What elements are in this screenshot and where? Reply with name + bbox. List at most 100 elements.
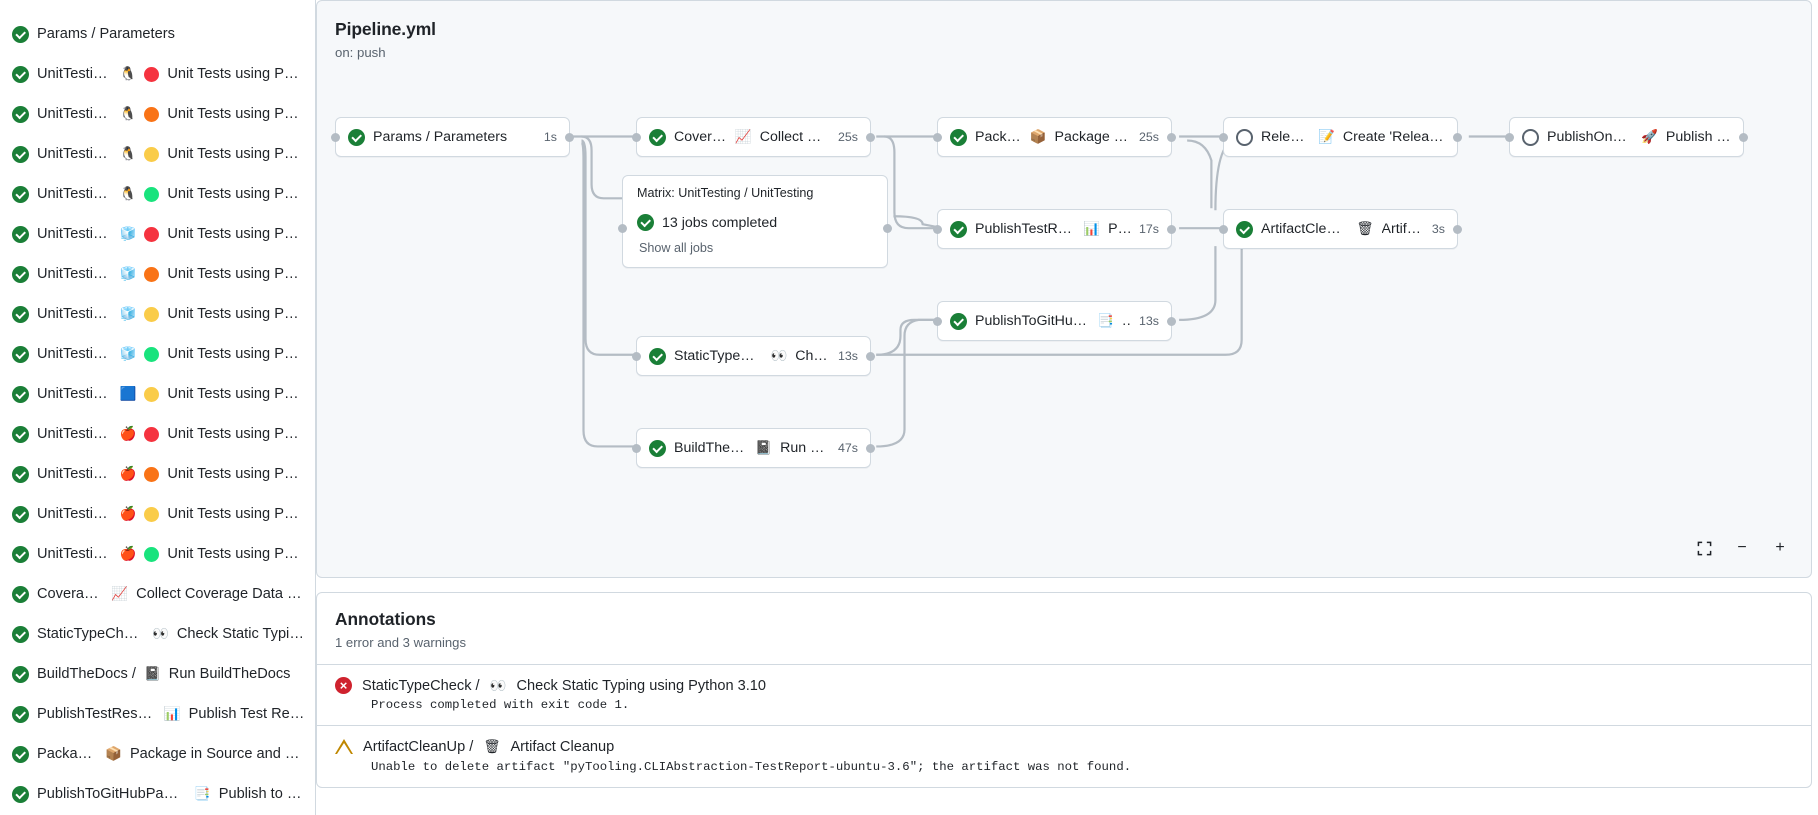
- node-input-port: [1219, 224, 1228, 234]
- matrix-title: Matrix: UnitTesting / UnitTesting: [637, 186, 814, 200]
- matrix-node[interactable]: Matrix: UnitTesting / UnitTesting 13 job…: [618, 175, 892, 268]
- sidebar-job-label: UnitTesting /: [37, 506, 112, 522]
- graph-node-duration: 25s: [838, 130, 858, 144]
- graph-canvas[interactable]: Params / Parameters1sCoverage / 📈Collect…: [317, 1, 1811, 577]
- graph-node-docs[interactable]: BuildTheDocs / 📓Run Buil...47s: [632, 428, 875, 468]
- graph-node-label: BuildTheDocs /: [674, 440, 747, 456]
- os-emoji-icon: 🍎: [119, 506, 137, 521]
- sidebar-job-step-label: Package in Source and Wh...: [129, 746, 305, 762]
- sidebar-job-item[interactable]: Coverage / 📈Collect Coverage Data usi...: [0, 574, 315, 614]
- graph-node-duration: 1s: [543, 130, 557, 144]
- sidebar-job-item[interactable]: UnitTesting / 🧊Unit Tests using Pyth...: [0, 334, 315, 374]
- python-version-dot-icon: [144, 66, 160, 82]
- annotation-item[interactable]: StaticTypeCheck / 👀Check Static Typing u…: [317, 664, 1811, 725]
- os-emoji-icon: 📦: [105, 746, 122, 761]
- sidebar-job-item[interactable]: UnitTesting / 🐧Unit Tests using Pyth...: [0, 174, 315, 214]
- success-check-icon: [637, 214, 654, 231]
- sidebar-job-item[interactable]: PublishToGitHubPages / 📑Publish to G...: [0, 774, 315, 814]
- node-input-port: [1505, 132, 1514, 142]
- success-check-icon: [12, 345, 29, 363]
- main-content: Pipeline.yml on: push: [316, 0, 1818, 815]
- annotations-header: Annotations 1 error and 3 warnings: [317, 593, 1811, 664]
- fullscreen-icon[interactable]: [1693, 537, 1715, 559]
- sidebar-job-item[interactable]: UnitTesting / 🐧Unit Tests using Pyth...: [0, 54, 315, 94]
- node-input-port: [331, 132, 340, 142]
- annotation-step-name: Artifact Cleanup: [510, 739, 615, 755]
- sidebar-job-item[interactable]: UnitTesting / 🧊Unit Tests using Pyth...: [0, 294, 315, 334]
- annotation-message: Unable to delete artifact "pyTooling.CLI…: [371, 760, 1132, 774]
- graph-node-cleanup[interactable]: ArtifactCleanUp / 🗑Artifac...3s: [1219, 209, 1462, 249]
- node-emoji-icon: 📑: [1097, 313, 1115, 328]
- annotations-title: Annotations: [335, 609, 436, 629]
- graph-node-label: StaticTypeCheck /: [674, 348, 762, 364]
- graph-node-duration: 17s: [1139, 222, 1159, 236]
- os-emoji-icon: 🍎: [119, 546, 137, 561]
- show-all-jobs-link[interactable]: Show all jobs: [639, 241, 714, 255]
- success-check-icon: [12, 425, 29, 443]
- sidebar-job-item[interactable]: UnitTesting / 🍎Unit Tests using Pyth...: [0, 414, 315, 454]
- graph-node-step-label: ...: [1122, 313, 1131, 329]
- python-version-dot-icon: [144, 506, 160, 522]
- graph-node-package[interactable]: Package / 📦Package in So...25s: [933, 117, 1176, 157]
- graph-edges: [572, 135, 1521, 448]
- sidebar-job-item[interactable]: Package / 📦Package in Source and Wh...: [0, 734, 315, 774]
- sidebar-job-item[interactable]: UnitTesting / 🐧Unit Tests using Pyth...: [0, 94, 315, 134]
- sidebar-job-step-label: Unit Tests using Pyth...: [167, 186, 305, 202]
- sidebar-job-item[interactable]: UnitTesting / 🍎Unit Tests using Pyth...: [0, 494, 315, 534]
- matrix-summary: 13 jobs completed: [662, 214, 778, 231]
- sidebar-job-step-label: Unit Tests using Pyth...: [167, 106, 305, 122]
- graph-node-coverage[interactable]: Coverage / 📈Collect Cove...25s: [632, 117, 875, 157]
- sidebar-job-item[interactable]: UnitTesting / 🍎Unit Tests using Pyth...: [0, 534, 315, 574]
- matrix-input-port: [618, 224, 627, 234]
- os-emoji-icon: 🟦: [119, 386, 137, 401]
- sidebar-job-item[interactable]: StaticTypeCheck / 👀Check Static Typing..…: [0, 614, 315, 654]
- os-emoji-icon: 📓: [143, 666, 161, 681]
- sidebar-job-label: UnitTesting /: [37, 346, 112, 362]
- sidebar-job-step-label: Unit Tests using Pyth...: [167, 226, 305, 242]
- graph-node-label: Package /: [975, 129, 1022, 145]
- graph-node-testres[interactable]: PublishTestResults / 📊Pu...17s: [933, 209, 1176, 249]
- graph-zoom-controls[interactable]: − +: [1693, 537, 1791, 559]
- graph-node-step-label: Collect Cove...: [759, 129, 831, 145]
- sidebar-job-item[interactable]: PublishTestResults / 📊Publish Test Resu.…: [0, 694, 315, 734]
- sidebar-job-label: PublishToGitHubPages /: [37, 786, 186, 802]
- sidebar-job-step-label: Unit Tests using Pyth...: [167, 146, 305, 162]
- graph-node-label: PublishOnPyPI /: [1547, 129, 1634, 145]
- graph-node-typecheck[interactable]: StaticTypeCheck / 👀Chec...13s: [632, 336, 875, 376]
- os-emoji-icon: 🧊: [119, 346, 137, 361]
- python-version-dot-icon: [144, 546, 160, 562]
- node-input-port: [632, 132, 641, 142]
- graph-node-release[interactable]: Release / 📝Create 'Release P...: [1219, 117, 1462, 157]
- graph-node-label: PublishTestResults /: [975, 221, 1075, 237]
- graph-node-ghpages[interactable]: PublishToGitHubPages / 📑...13s: [933, 301, 1176, 341]
- sidebar-job-item[interactable]: BuildTheDocs / 📓Run BuildTheDocs: [0, 654, 315, 694]
- sidebar-job-step-label: Unit Tests using Pyth...: [167, 66, 305, 82]
- graph-node-label: Release /: [1261, 129, 1311, 145]
- success-check-icon: [950, 128, 967, 146]
- matrix-output-port: [883, 224, 892, 234]
- sidebar-job-item[interactable]: UnitTesting / 🟦Unit Tests using Pyth...: [0, 374, 315, 414]
- warning-icon: [335, 738, 353, 756]
- graph-node-pypi[interactable]: PublishOnPyPI / 🚀Publish to ...: [1505, 117, 1748, 157]
- sidebar-job-item[interactable]: UnitTesting / 🧊Unit Tests using Pyth...: [0, 254, 315, 294]
- zoom-out-button[interactable]: −: [1737, 539, 1747, 556]
- node-output-port: [1167, 224, 1176, 234]
- sidebar-job-label: UnitTesting /: [37, 386, 112, 402]
- zoom-in-button[interactable]: +: [1775, 539, 1785, 556]
- sidebar-job-label: UnitTesting /: [37, 426, 112, 442]
- sidebar-job-item[interactable]: UnitTesting / 🐧Unit Tests using Pyth...: [0, 134, 315, 174]
- success-check-icon: [348, 128, 365, 146]
- sidebar-job-item[interactable]: Params / Parameters: [0, 14, 315, 54]
- sidebar-job-item[interactable]: UnitTesting / 🧊Unit Tests using Pyth...: [0, 214, 315, 254]
- node-emoji-icon: 📓: [755, 440, 773, 455]
- matrix-summary-row: 13 jobs completed: [637, 214, 873, 231]
- node-output-port: [866, 443, 875, 453]
- sidebar-job-label: UnitTesting /: [37, 266, 112, 282]
- success-check-icon: [12, 65, 29, 83]
- sidebar-job-item[interactable]: UnitTesting / 🍎Unit Tests using Pyth...: [0, 454, 315, 494]
